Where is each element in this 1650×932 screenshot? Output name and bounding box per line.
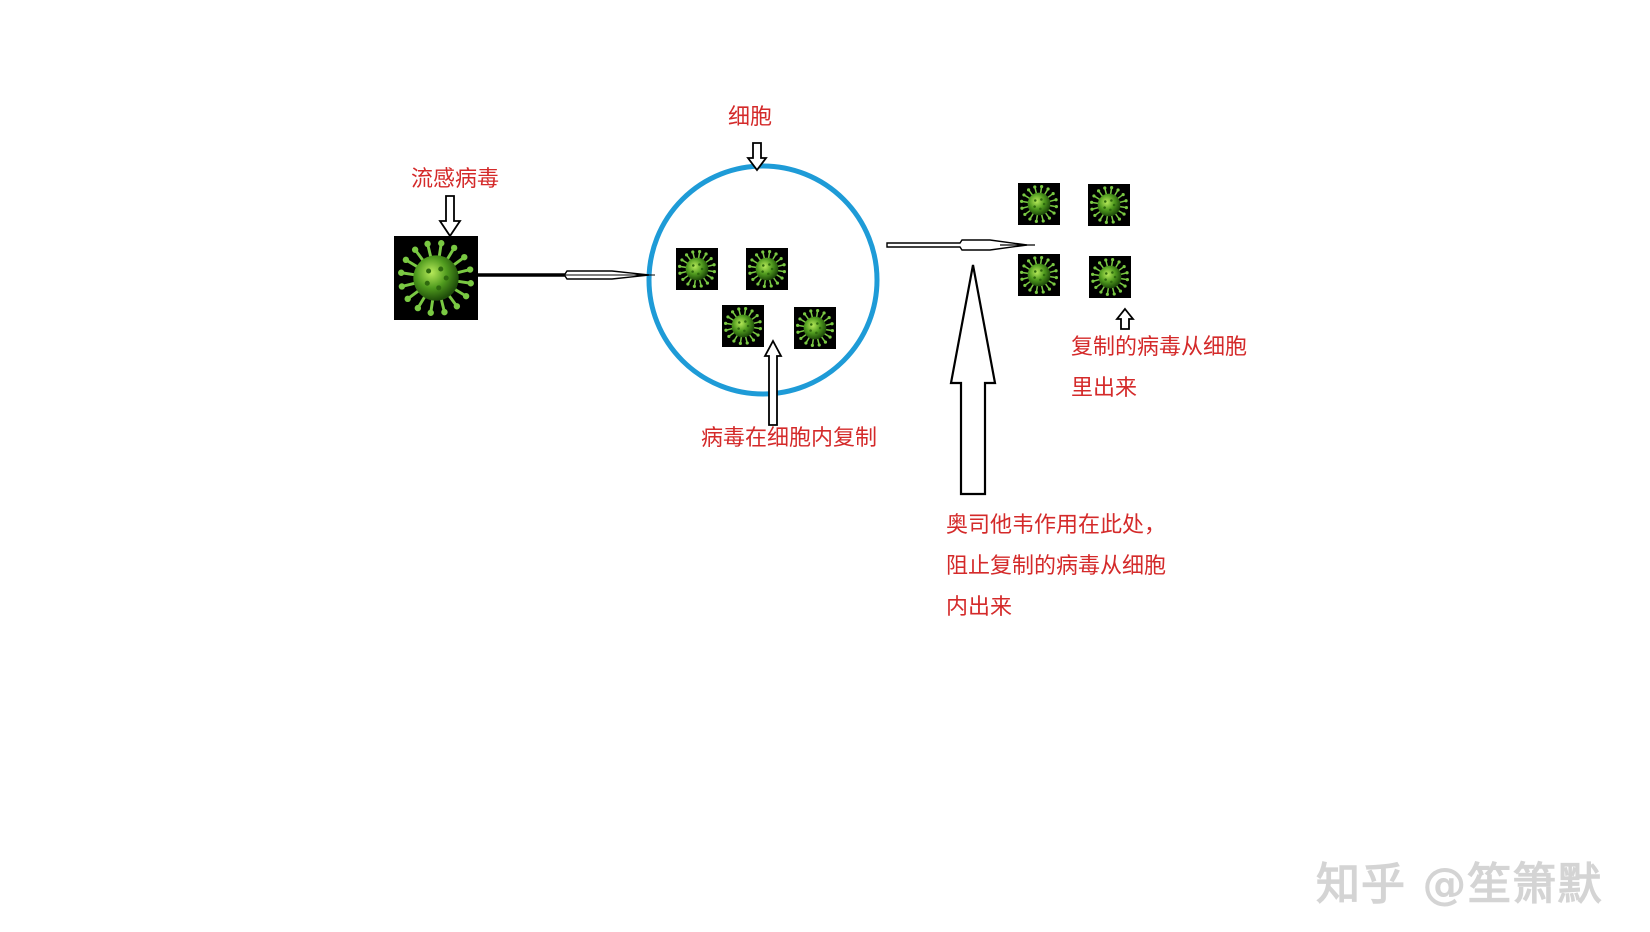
replication-pointer-arrow [763,339,783,426]
release-pointer-arrow [1115,307,1135,330]
cell-membrane [646,163,880,397]
released-virus-icon [1018,183,1060,225]
replicating-virus-icon [722,305,764,347]
oseltamivir-label-line-2: 阻止复制的病毒从细胞 [946,554,1167,579]
release-label-line-2: 里出来 [1071,376,1138,401]
oseltamivir-label: 奥司他韦作用在此处， 阻止复制的病毒从细胞 内出来 [946,505,1166,628]
cell-label: 细胞 [728,105,773,130]
flu-virus-icon [394,236,478,320]
watermark: 知乎 @笙箫默 [1316,859,1603,910]
release-label-line-1: 复制的病毒从细胞 [1071,335,1248,360]
flu-virus-label: 流感病毒 [411,167,500,192]
oseltamivir-label-line-1: 奥司他韦作用在此处， [946,513,1167,538]
oseltamivir-label-line-3: 内出来 [946,595,1013,620]
cell-pointer-arrow [746,142,768,172]
entry-arrow [476,270,655,280]
released-virus-icon [1088,184,1130,226]
flu-virus-pointer-arrow [438,195,462,238]
released-virus-icon [1018,254,1060,296]
virus-group [394,183,1131,349]
replicating-virus-icon [794,307,836,349]
replicating-virus-icon [676,248,718,290]
release-label: 复制的病毒从细胞 里出来 [1071,327,1247,409]
replicating-virus-icon [746,248,788,290]
oseltamivir-action-arrow [949,264,997,496]
replication-label: 病毒在细胞内复制 [701,426,878,451]
released-virus-icon [1089,256,1131,298]
exit-arrow [886,239,1035,251]
